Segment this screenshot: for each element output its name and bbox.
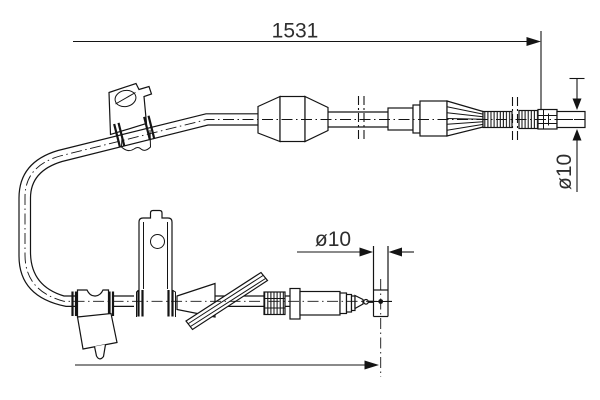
- cable-conduit: [18, 111, 388, 307]
- mounting-bracket-top: [108, 82, 156, 152]
- lower-adjuster: [263, 287, 373, 320]
- hanger-bracket: [136, 209, 176, 317]
- screw-head-icon: [114, 89, 137, 108]
- dimension-end-diameter: ø10: [553, 77, 585, 192]
- bracket-clamp-bars: [113, 115, 156, 148]
- adjuster-cylinder: [257, 95, 329, 143]
- spring-section: [482, 97, 539, 141]
- cable-housing-step: [387, 100, 448, 137]
- lever-arm: [185, 271, 269, 331]
- bracket-pouch: [120, 129, 152, 152]
- center-lines: [24, 119, 585, 377]
- equalizer-cover: [76, 312, 118, 350]
- dimension-label-overall-length: 1531: [272, 20, 319, 43]
- break-lines-end: [511, 97, 519, 141]
- bracket-hole: [150, 234, 165, 249]
- equalizer-tab: [93, 344, 107, 360]
- dimension-rod-diameter: ø10: [297, 228, 414, 257]
- boot-cone: [446, 100, 484, 137]
- dimension-label-end-diameter: ø10: [553, 154, 576, 190]
- equalizer-assembly: [71, 289, 118, 360]
- cable-nipple: [363, 298, 369, 305]
- dimension-label-rod-diameter: ø10: [315, 228, 351, 251]
- brake-cable-drawing: [18, 82, 586, 377]
- dimension-overall-length: 1531: [73, 20, 542, 110]
- dimension-bottom-length: [75, 360, 379, 370]
- break-lines-top: [357, 96, 365, 141]
